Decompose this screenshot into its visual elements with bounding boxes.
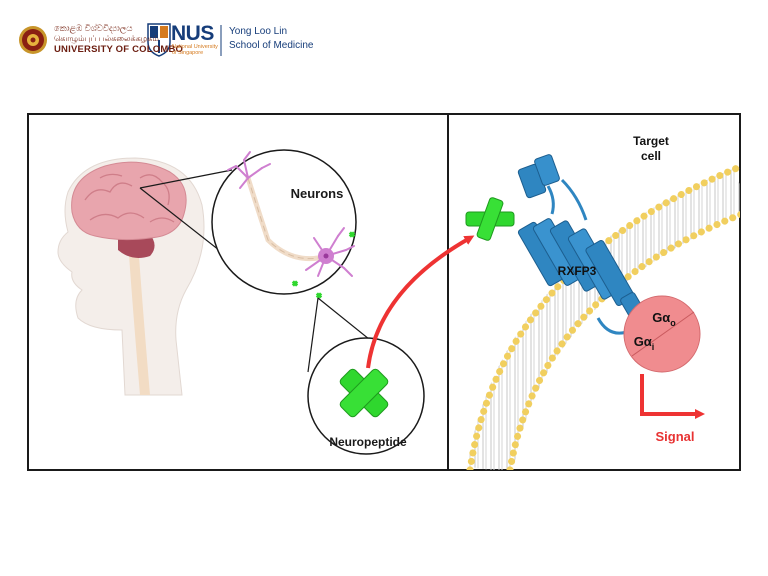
university-name-english: UNIVERSITY OF COLOMBO xyxy=(54,44,184,55)
rxfp3-receptor xyxy=(517,154,644,335)
nus-abbreviation: NUS xyxy=(171,22,214,45)
signal-arrow xyxy=(640,374,705,419)
g-alpha-i-label: Gαi xyxy=(634,334,655,352)
neuron-illustration xyxy=(227,151,356,299)
receptor-label: RXFP3 xyxy=(558,264,597,278)
zoom-line-top xyxy=(139,169,233,189)
nus-shield-icon xyxy=(147,23,171,57)
cell-membrane xyxy=(466,163,740,470)
release-arrow xyxy=(366,235,475,369)
free-neuropeptide xyxy=(465,197,515,241)
target-label: Target xyxy=(633,134,669,148)
zoom-line-peptide-left xyxy=(307,297,319,373)
university-name-sinhala: කොළඹ විශ්වවිද්‍යාලය xyxy=(54,23,133,33)
brain xyxy=(71,161,187,241)
university-name-tamil: கொழும்புப் பல்கலைக்கழகம் xyxy=(54,34,159,43)
school-name-line1: Yong Loo Lin xyxy=(229,26,288,37)
g-protein xyxy=(623,295,701,373)
nus-subtitle: National University of Singapore xyxy=(172,44,218,56)
header-logos: කොළඹ විශ්වවිද්‍යාලය கொழும்புப் பல்கலைக்க… xyxy=(0,0,768,70)
school-name-line2: School of Medicine xyxy=(229,40,314,51)
signal-label: Signal xyxy=(655,429,694,444)
brain-folds xyxy=(84,173,175,223)
neuropeptide-label: Neuropeptide xyxy=(329,435,407,449)
spinal-cord xyxy=(128,240,150,395)
g-alpha-o-label: Gαo xyxy=(652,310,676,328)
cell-label: cell xyxy=(641,149,661,163)
neuropeptide-molecule xyxy=(339,368,389,418)
neurons-circle xyxy=(211,149,357,295)
university-crest-icon xyxy=(19,26,47,54)
neurons-label: Neurons xyxy=(291,186,344,201)
